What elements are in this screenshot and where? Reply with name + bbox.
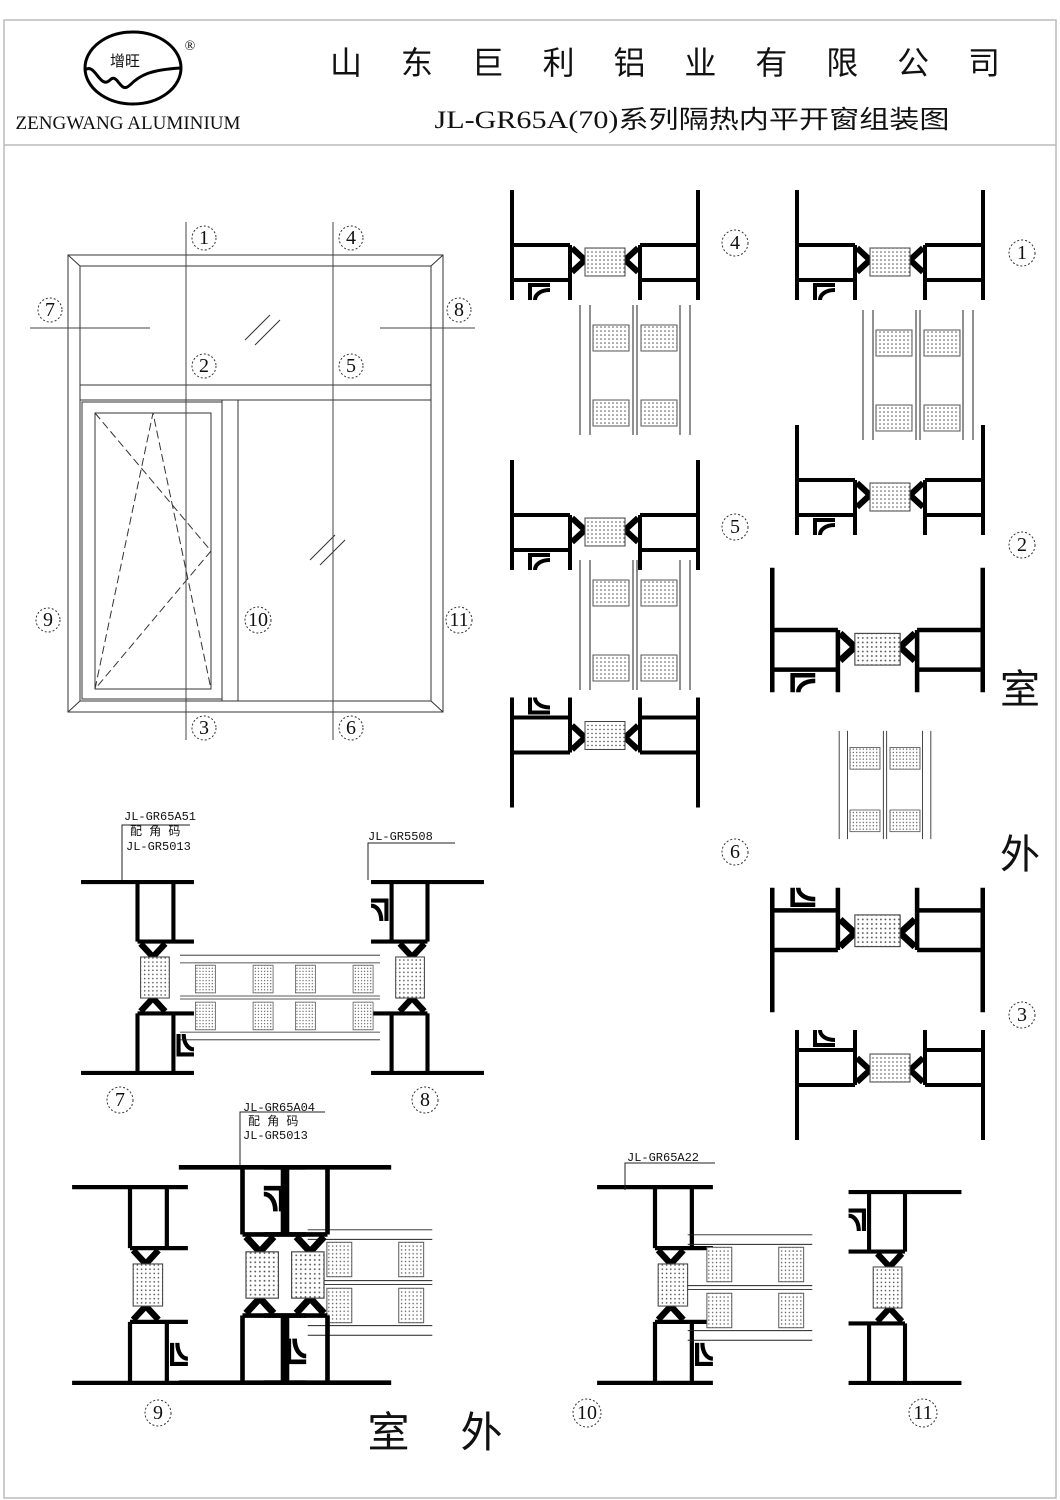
section-label-4: 4 (721, 229, 749, 257)
callout-6[interactable]: 6 (338, 715, 364, 741)
svg-text:1: 1 (1017, 242, 1027, 264)
sash-section-10 (597, 1187, 713, 1383)
callout-4[interactable]: 4 (338, 225, 364, 251)
svg-text:5: 5 (730, 516, 740, 538)
callout-10[interactable]: 10 (244, 606, 272, 634)
svg-text:11: 11 (449, 609, 468, 631)
section-label-5: 5 (721, 513, 749, 541)
indoor-label: 室 (1000, 667, 1040, 712)
svg-text:2: 2 (199, 355, 209, 377)
exterior-side-label: 室 外 (368, 1410, 503, 1457)
part-number: JL-GR65A22 (627, 1151, 699, 1165)
part-number: JL-GR5013 (243, 1129, 308, 1143)
svg-text:10: 10 (248, 609, 268, 631)
company-name: 山 东 巨 利 铝 业 有 限 公 司 (330, 45, 1000, 81)
logo-text: 增旺 (110, 53, 140, 70)
svg-text:10: 10 (577, 1402, 597, 1424)
brand-name: ZENGWANG ALUMINIUM (16, 113, 241, 134)
svg-text:5: 5 (346, 355, 356, 377)
sash-top-section (772, 568, 982, 692)
section-label-8: 8 (411, 1086, 439, 1114)
frame-section-6 (512, 698, 698, 808)
frame-section-9 (72, 1187, 188, 1383)
section-9-10-11 (72, 1111, 962, 1383)
svg-text:7: 7 (115, 1089, 125, 1111)
section-column-4-5-6 (512, 190, 698, 808)
frame-section-4 (512, 190, 698, 300)
part-note: 配 角 码 (248, 1114, 298, 1129)
registered-mark: ® (185, 39, 196, 54)
section-label-11: 11 (908, 1398, 938, 1428)
callout-3[interactable]: 3 (191, 715, 217, 741)
callout-7[interactable]: 7 (37, 297, 63, 323)
callout-9[interactable]: 9 (35, 607, 61, 633)
callout-2[interactable]: 2 (191, 353, 217, 379)
svg-text:4: 4 (346, 227, 356, 249)
glass-unit (862, 309, 974, 441)
section-label-6: 6 (721, 838, 749, 866)
frame-section-7 (81, 882, 194, 1073)
svg-text:1: 1 (199, 227, 209, 249)
mullion-section-5 (512, 460, 698, 570)
elevation-callouts: 1 4 7 8 2 5 9 10 11 3 6 (35, 225, 473, 741)
drawing-title: JL-GR65A(70)系列隔热内平开窗组装图 (435, 106, 950, 134)
company-logo: 增旺 ® (83, 30, 196, 106)
section-labels: 4 5 6 1 2 3 7 8 9 10 11 (106, 229, 1036, 1428)
part-note: 配 角 码 (130, 824, 180, 839)
transom-section-2 (797, 425, 983, 535)
frame-section-11 (849, 1192, 962, 1383)
section-label-3: 3 (1008, 1001, 1036, 1029)
section-label-9: 9 (144, 1399, 172, 1427)
sheet-border (3, 19, 1057, 1499)
part-number: JL-GR5508 (368, 830, 433, 844)
svg-text:6: 6 (730, 841, 740, 863)
callout-11[interactable]: 11 (445, 606, 473, 634)
section-7-8 (81, 824, 484, 1073)
glass-unit (687, 1234, 813, 1341)
callout-8[interactable]: 8 (446, 297, 472, 323)
part-number: JL-GR5013 (126, 840, 191, 854)
svg-text:9: 9 (153, 1402, 163, 1424)
svg-text:2: 2 (1017, 534, 1027, 556)
svg-text:11: 11 (913, 1402, 932, 1424)
svg-text:8: 8 (454, 299, 464, 321)
callout-1[interactable]: 1 (191, 225, 217, 251)
svg-text:6: 6 (346, 717, 356, 739)
frame-section-3 (797, 1030, 983, 1140)
glass-unit (838, 730, 932, 840)
outdoor-label: 外 (1000, 832, 1040, 877)
svg-text:4: 4 (730, 232, 740, 254)
section-label-1: 1 (1008, 239, 1036, 267)
svg-text:8: 8 (420, 1089, 430, 1111)
sash-bottom-section (772, 888, 982, 1012)
part-annotations: JL-GR65A51 配 角 码 JL-GR5013 JL-GR5508 JL-… (124, 810, 699, 1165)
svg-text:3: 3 (199, 717, 209, 739)
svg-text:3: 3 (1017, 1004, 1027, 1026)
glass-unit (279, 954, 381, 1041)
glass-unit (579, 559, 691, 691)
section-column-1-2-3 (772, 190, 983, 1140)
part-number: JL-GR65A04 (243, 1101, 315, 1115)
part-number: JL-GR65A51 (124, 810, 196, 824)
window-elevation (30, 222, 475, 740)
frame-section-8 (371, 882, 484, 1073)
callout-5[interactable]: 5 (338, 353, 364, 379)
frame-section-1 (797, 190, 983, 300)
section-label-7: 7 (106, 1086, 134, 1114)
glass-unit (179, 954, 281, 1041)
section-label-10: 10 (572, 1398, 602, 1428)
section-label-2: 2 (1008, 531, 1036, 559)
svg-text:7: 7 (45, 299, 55, 321)
svg-text:9: 9 (43, 609, 53, 631)
glass-unit (579, 304, 691, 436)
